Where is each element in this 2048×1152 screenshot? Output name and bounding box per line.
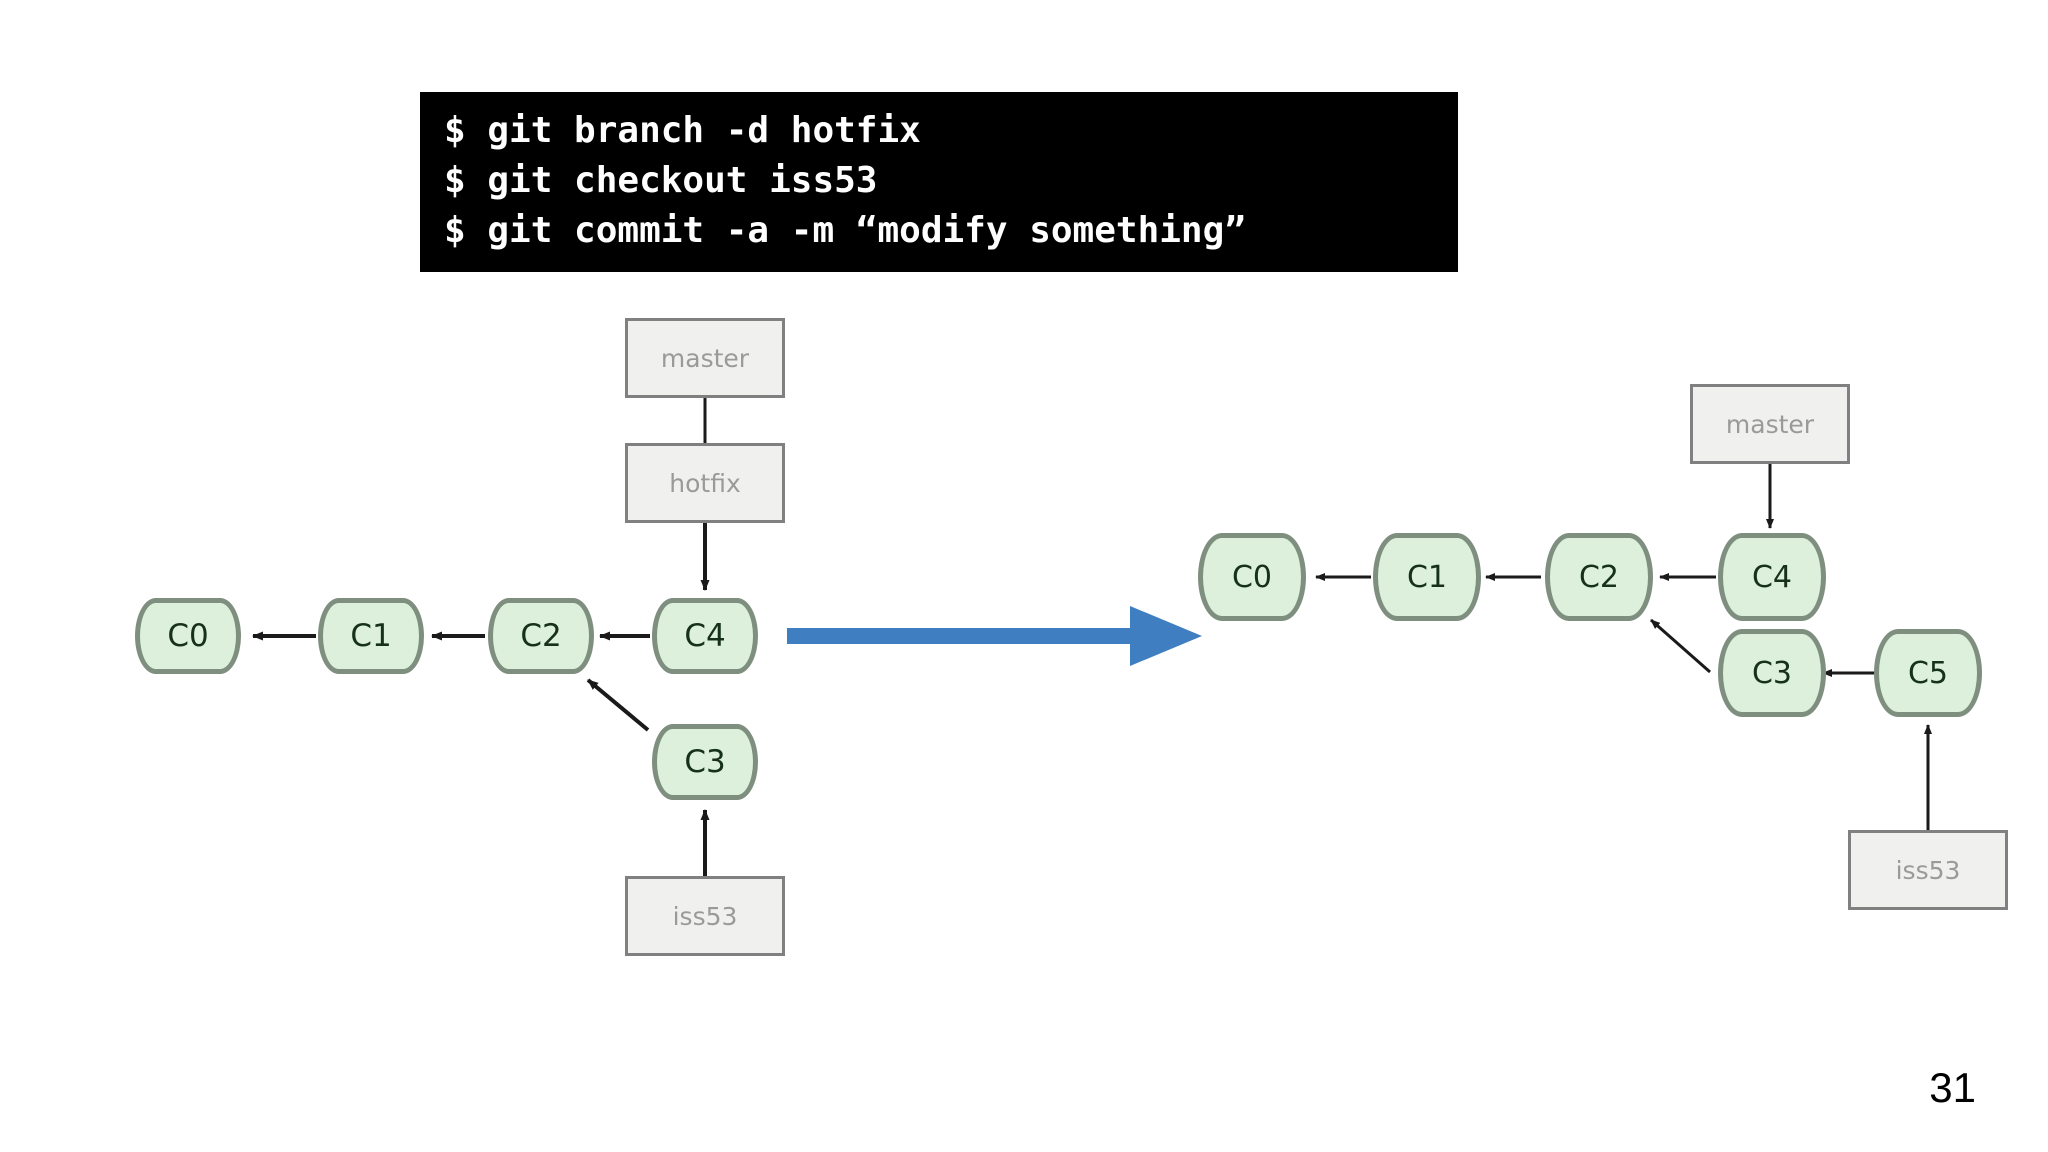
- branch-label: master: [660, 343, 750, 373]
- commit-node-c2-before[interactable]: C2: [488, 598, 594, 674]
- git-branch-diagram: master hotfix iss53 C0 C1 C2 C4 C3 maste…: [0, 280, 2048, 1000]
- branch-box-master-after[interactable]: master: [1690, 384, 1850, 464]
- commit-label: C5: [1907, 655, 1949, 691]
- terminal-line-1: $ git branch -d hotfix: [444, 110, 921, 151]
- commit-label: C2: [1578, 559, 1620, 595]
- commit-node-c1-after[interactable]: C1: [1373, 533, 1481, 621]
- terminal-line-2: $ git checkout iss53: [444, 160, 878, 201]
- commit-node-c4-before[interactable]: C4: [652, 598, 758, 674]
- terminal-line-3: $ git commit -a -m “modify something”: [444, 210, 1246, 251]
- commit-node-c1-before[interactable]: C1: [318, 598, 424, 674]
- commit-label: C0: [1231, 559, 1273, 595]
- commit-node-c2-after[interactable]: C2: [1545, 533, 1653, 621]
- commit-node-c4-after[interactable]: C4: [1718, 533, 1826, 621]
- diagram-connectors: [252, 398, 1932, 876]
- commit-label: C3: [684, 744, 726, 780]
- commit-node-c0-after[interactable]: C0: [1198, 533, 1306, 621]
- edge-r-c3-to-c2: [1650, 618, 1711, 674]
- branch-label: master: [1725, 409, 1815, 439]
- commit-label: C4: [1751, 559, 1793, 595]
- commit-label: C0: [167, 618, 209, 654]
- blue-transition-arrow: [787, 606, 1202, 666]
- terminal-code-block: $ git branch -d hotfix $ git checkout is…: [420, 92, 1458, 272]
- commit-label: C3: [1751, 655, 1793, 691]
- commit-node-c0-before[interactable]: C0: [135, 598, 241, 674]
- branch-box-iss53-before[interactable]: iss53: [625, 876, 785, 956]
- branch-box-master-before[interactable]: master: [625, 318, 785, 398]
- commit-label: C1: [350, 618, 392, 654]
- commit-label: C2: [520, 618, 562, 654]
- branch-box-iss53-after[interactable]: iss53: [1848, 830, 2008, 910]
- commit-label: C1: [1406, 559, 1448, 595]
- commit-label: C4: [684, 618, 726, 654]
- commit-node-c3-before[interactable]: C3: [652, 724, 758, 800]
- commit-node-c3-after[interactable]: C3: [1718, 629, 1826, 717]
- edge-c3-to-c2: [586, 678, 650, 732]
- branch-label: iss53: [672, 901, 738, 931]
- commit-node-c5-after[interactable]: C5: [1874, 629, 1982, 717]
- branch-label: hotfix: [669, 468, 741, 498]
- page-number: 31: [1929, 1064, 1976, 1111]
- branch-label: iss53: [1895, 855, 1961, 885]
- branch-box-hotfix-before[interactable]: hotfix: [625, 443, 785, 523]
